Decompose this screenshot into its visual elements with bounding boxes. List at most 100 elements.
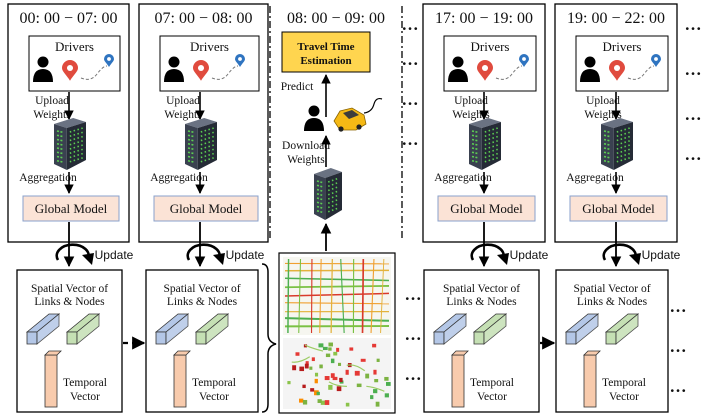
ellipsis-top-middle: … bbox=[402, 50, 419, 69]
temporal-vector-label-line-1: Temporal bbox=[192, 377, 236, 389]
spatial-vector-label-line-2: Links & Nodes bbox=[34, 296, 105, 308]
location-pin-icon bbox=[62, 60, 78, 81]
server-led-front bbox=[316, 184, 323, 188]
spatial-link-vector bbox=[432, 313, 468, 345]
map-node bbox=[305, 361, 309, 366]
map-node bbox=[292, 365, 297, 371]
map-node bbox=[354, 370, 360, 376]
server-led-front bbox=[56, 138, 64, 142]
server-led-front bbox=[187, 138, 195, 142]
server-led-front bbox=[56, 147, 64, 151]
driver-body bbox=[33, 69, 53, 82]
temporal-vector-top bbox=[583, 350, 601, 356]
driver-body bbox=[304, 118, 324, 131]
server-led-front bbox=[471, 147, 479, 151]
map-node bbox=[373, 389, 378, 394]
location-pin-icon bbox=[193, 60, 209, 81]
spatial-link-vector bbox=[564, 313, 600, 345]
time-slot-panel: 07: 00 − 08: 00DriversUploadWeightsAggre… bbox=[138, 3, 269, 268]
server-led-front bbox=[56, 155, 64, 159]
temporal-vector-bar bbox=[451, 354, 465, 408]
upload-weights-label-line-1: Upload bbox=[166, 95, 200, 107]
driver-body bbox=[164, 69, 184, 82]
location-pin-icon-hole bbox=[613, 64, 621, 72]
spatial-link-vector bbox=[25, 313, 61, 345]
map-node bbox=[325, 353, 331, 358]
driver-body bbox=[448, 69, 468, 82]
map-node bbox=[318, 343, 324, 348]
temporal-vector-bar bbox=[173, 354, 187, 408]
time-slot-label: 08: 00 − 09: 00 bbox=[287, 10, 385, 27]
server-front bbox=[185, 124, 198, 170]
curved-arrow-icon bbox=[602, 243, 641, 265]
map-node bbox=[339, 377, 343, 383]
temporal-vector-top bbox=[173, 350, 191, 356]
map-node bbox=[328, 342, 333, 347]
temporal-vector-label-line-2: Vector bbox=[609, 391, 639, 403]
driver-body bbox=[580, 69, 600, 82]
spatial-vector-label-line-1: Spatial Vector of bbox=[163, 283, 240, 295]
spatial-node-vector-side bbox=[205, 313, 229, 345]
driver-head bbox=[308, 105, 320, 117]
ellipsis-bottom-middle: … bbox=[405, 285, 422, 304]
map-node bbox=[336, 347, 340, 352]
map-node bbox=[302, 384, 306, 389]
server-led-front bbox=[471, 142, 479, 147]
temporal-vector-label-line-2: Vector bbox=[70, 391, 100, 403]
map-node bbox=[337, 362, 342, 366]
spatial-link-vector bbox=[154, 313, 190, 345]
map-road bbox=[340, 258, 345, 334]
travel-time-estimation-line-1: Travel Time bbox=[297, 41, 354, 53]
spatial-vector-label-line-2: Links & Nodes bbox=[446, 296, 517, 308]
map-node bbox=[373, 369, 377, 375]
server-led-front bbox=[187, 155, 195, 159]
aggregation-label: Aggregation bbox=[150, 172, 208, 184]
spatial-vector-label-line-1: Spatial Vector of bbox=[443, 283, 520, 295]
location-pin-icon-small-hole bbox=[238, 57, 242, 61]
spatial-node-vector-front bbox=[605, 331, 617, 345]
curved-arrow-icon bbox=[55, 243, 94, 265]
server-top bbox=[54, 118, 86, 128]
update-label: Update bbox=[95, 248, 134, 262]
spatial-link-vector-side bbox=[575, 313, 599, 345]
update-label: Update bbox=[510, 248, 549, 262]
drivers-label: Drivers bbox=[55, 39, 94, 54]
map-link bbox=[346, 364, 366, 372]
server-led-front bbox=[471, 134, 479, 138]
map-node bbox=[370, 395, 374, 400]
map-road bbox=[370, 258, 375, 334]
location-pin-icon-small bbox=[519, 54, 529, 67]
ellipsis-bottom-right: … bbox=[670, 377, 687, 396]
aggregation-label: Aggregation bbox=[566, 172, 624, 184]
server-icon bbox=[54, 118, 86, 170]
temporal-vector-label-line-2: Vector bbox=[199, 391, 229, 403]
curved-arrow-arc bbox=[470, 243, 505, 261]
map-link bbox=[328, 381, 347, 387]
location-pin-icon-small-hole bbox=[107, 57, 111, 61]
map-node bbox=[372, 343, 377, 348]
server-led-front bbox=[56, 151, 64, 155]
map-node bbox=[309, 366, 313, 370]
server-led-front bbox=[316, 201, 323, 205]
map-node bbox=[365, 373, 370, 379]
server-led-front bbox=[471, 151, 479, 155]
location-pin-icon-small bbox=[104, 54, 114, 67]
map-road bbox=[319, 258, 322, 334]
download-weights-label-line-1: Download bbox=[282, 140, 330, 152]
temporal-vector-label-line-1: Temporal bbox=[470, 377, 514, 389]
upload-weights-label-line-2: Weights bbox=[33, 109, 71, 121]
spatial-vector-label-line-2: Links & Nodes bbox=[167, 296, 238, 308]
route-dashed-line bbox=[80, 65, 108, 80]
server-top bbox=[314, 168, 342, 178]
server-led-front bbox=[187, 142, 195, 147]
server-top bbox=[185, 118, 217, 128]
global-model-box bbox=[22, 195, 120, 222]
ellipsis-top-right: … bbox=[685, 15, 702, 34]
map-node bbox=[345, 402, 350, 407]
travel-time-estimation-box bbox=[281, 31, 371, 73]
curved-arrow-head bbox=[497, 253, 509, 265]
server-led-front bbox=[56, 134, 64, 138]
server-led-front bbox=[56, 130, 64, 134]
